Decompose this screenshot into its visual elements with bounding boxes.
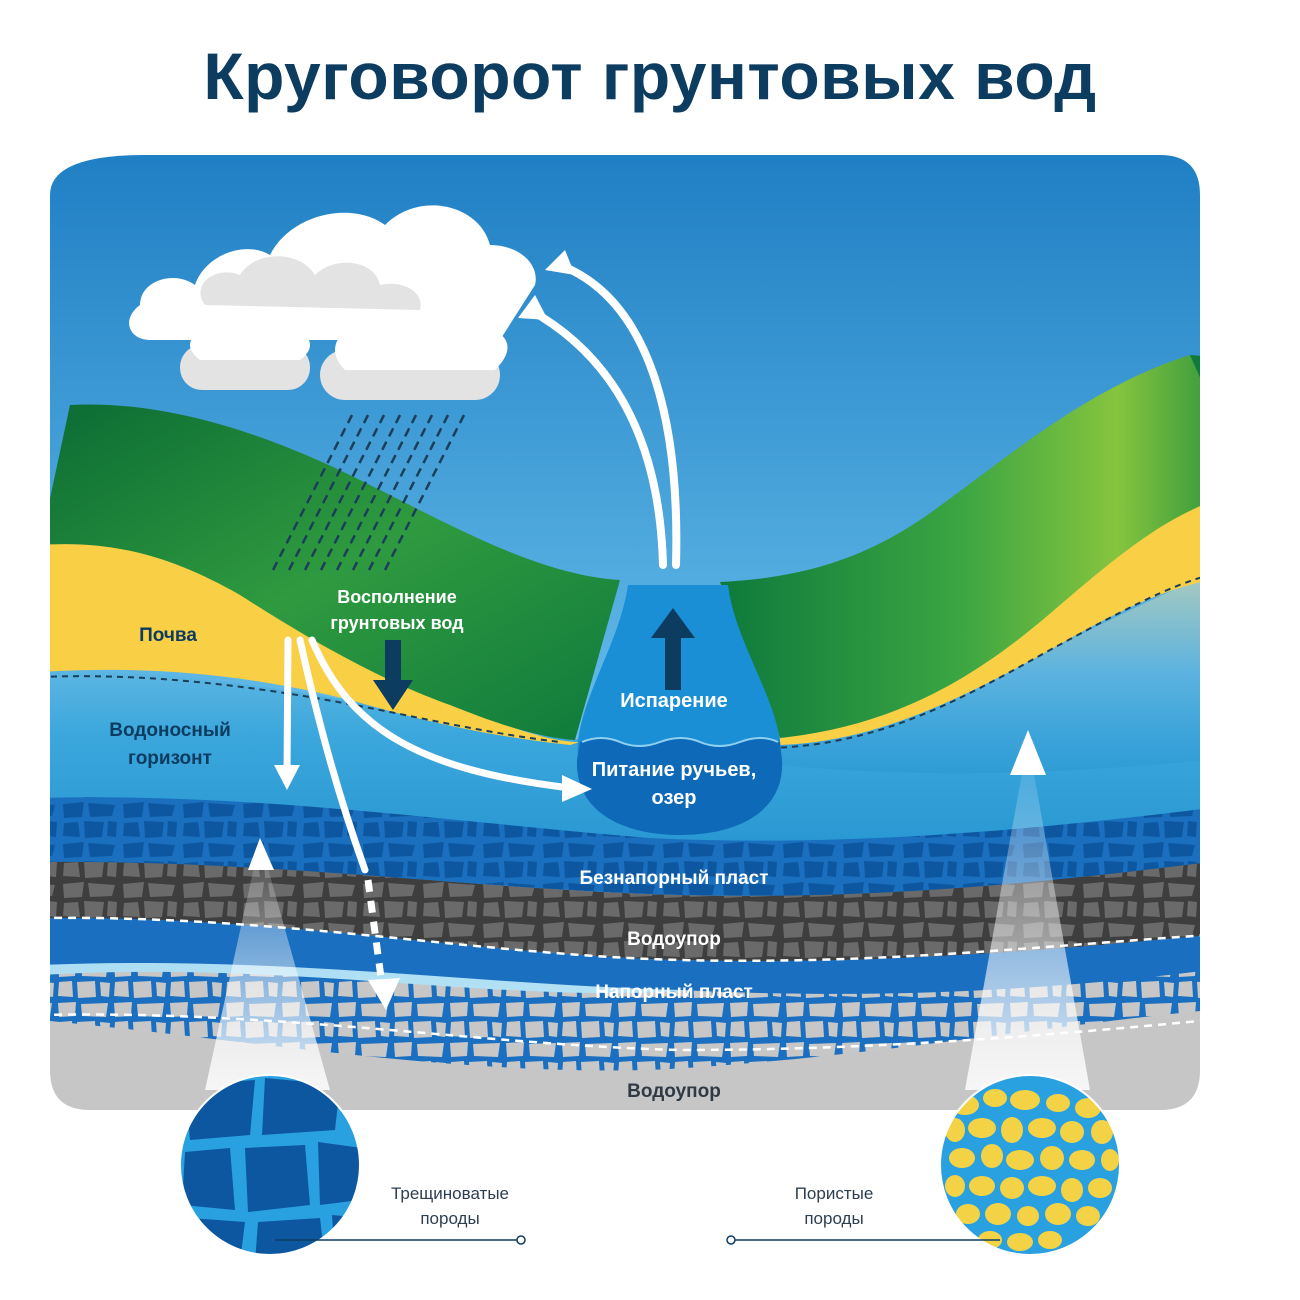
cloud-icon <box>129 205 536 400</box>
arrowhead-icon <box>248 838 274 870</box>
arrowhead-icon <box>368 978 400 1010</box>
lake-wave <box>581 737 779 747</box>
left-hill <box>50 404 620 740</box>
upper-aquitard-label: Водоупор <box>627 929 721 950</box>
fractured-rocks-inset <box>180 1075 360 1255</box>
recharge-label-1: Восполнение <box>337 587 456 607</box>
deep-flow-arrow <box>364 879 386 986</box>
porous-rocks-inset <box>940 1075 1120 1255</box>
porous-caption-1: Пористые <box>795 1184 874 1203</box>
soil-label: Почва <box>139 625 197 646</box>
aquifer-horizon-label-1: Водоносный <box>109 720 231 741</box>
fractured-caption-1: Трещиноватые <box>391 1184 509 1203</box>
right-hill <box>720 355 1200 738</box>
upper-aquitard <box>50 860 1200 961</box>
lower-aquitard-label: Водоупор <box>627 1081 721 1102</box>
inset-border <box>939 1074 1121 1256</box>
evaporation-up-arrow-icon <box>651 608 695 690</box>
arrowhead-icon <box>1010 730 1046 775</box>
arrowhead-icon <box>274 765 300 790</box>
arrowhead-icon <box>518 295 548 320</box>
porous-beam <box>965 740 1090 1090</box>
recharge-label-2: грунтовых вод <box>330 613 464 633</box>
evaporation-label: Испарение <box>620 690 728 712</box>
unconfined-aquifer-label: Безнапорный пласт <box>579 868 768 889</box>
evaporation-arrows <box>526 261 681 569</box>
aquifer-horizon-label-2: горизонт <box>128 748 212 769</box>
porous-caption-2: породы <box>804 1209 863 1228</box>
arrowhead-icon <box>545 250 575 275</box>
unconfined-aquifer-rocks <box>50 794 1200 896</box>
confined-aquifer <box>50 915 1200 994</box>
fractured-caption-2: породы <box>420 1209 479 1228</box>
inset-border <box>179 1074 361 1256</box>
fractured-beam <box>205 840 330 1090</box>
recharge-down-arrow-icon <box>373 640 413 710</box>
page-title: Круговорот грунтовых вод <box>203 39 1097 113</box>
streams-label-2: озер <box>652 787 697 809</box>
streams-label-1: Питание ручьев, <box>592 759 757 781</box>
confined-aquifer-label: Напорный пласт <box>595 982 753 1003</box>
flow-arrows <box>283 636 574 874</box>
aquifer-right-tint <box>730 575 1200 774</box>
inset-leaders <box>275 1235 1000 1245</box>
arrowhead-icon <box>562 775 592 802</box>
right-hill-edge <box>1190 355 1200 500</box>
lake-water <box>576 737 783 835</box>
